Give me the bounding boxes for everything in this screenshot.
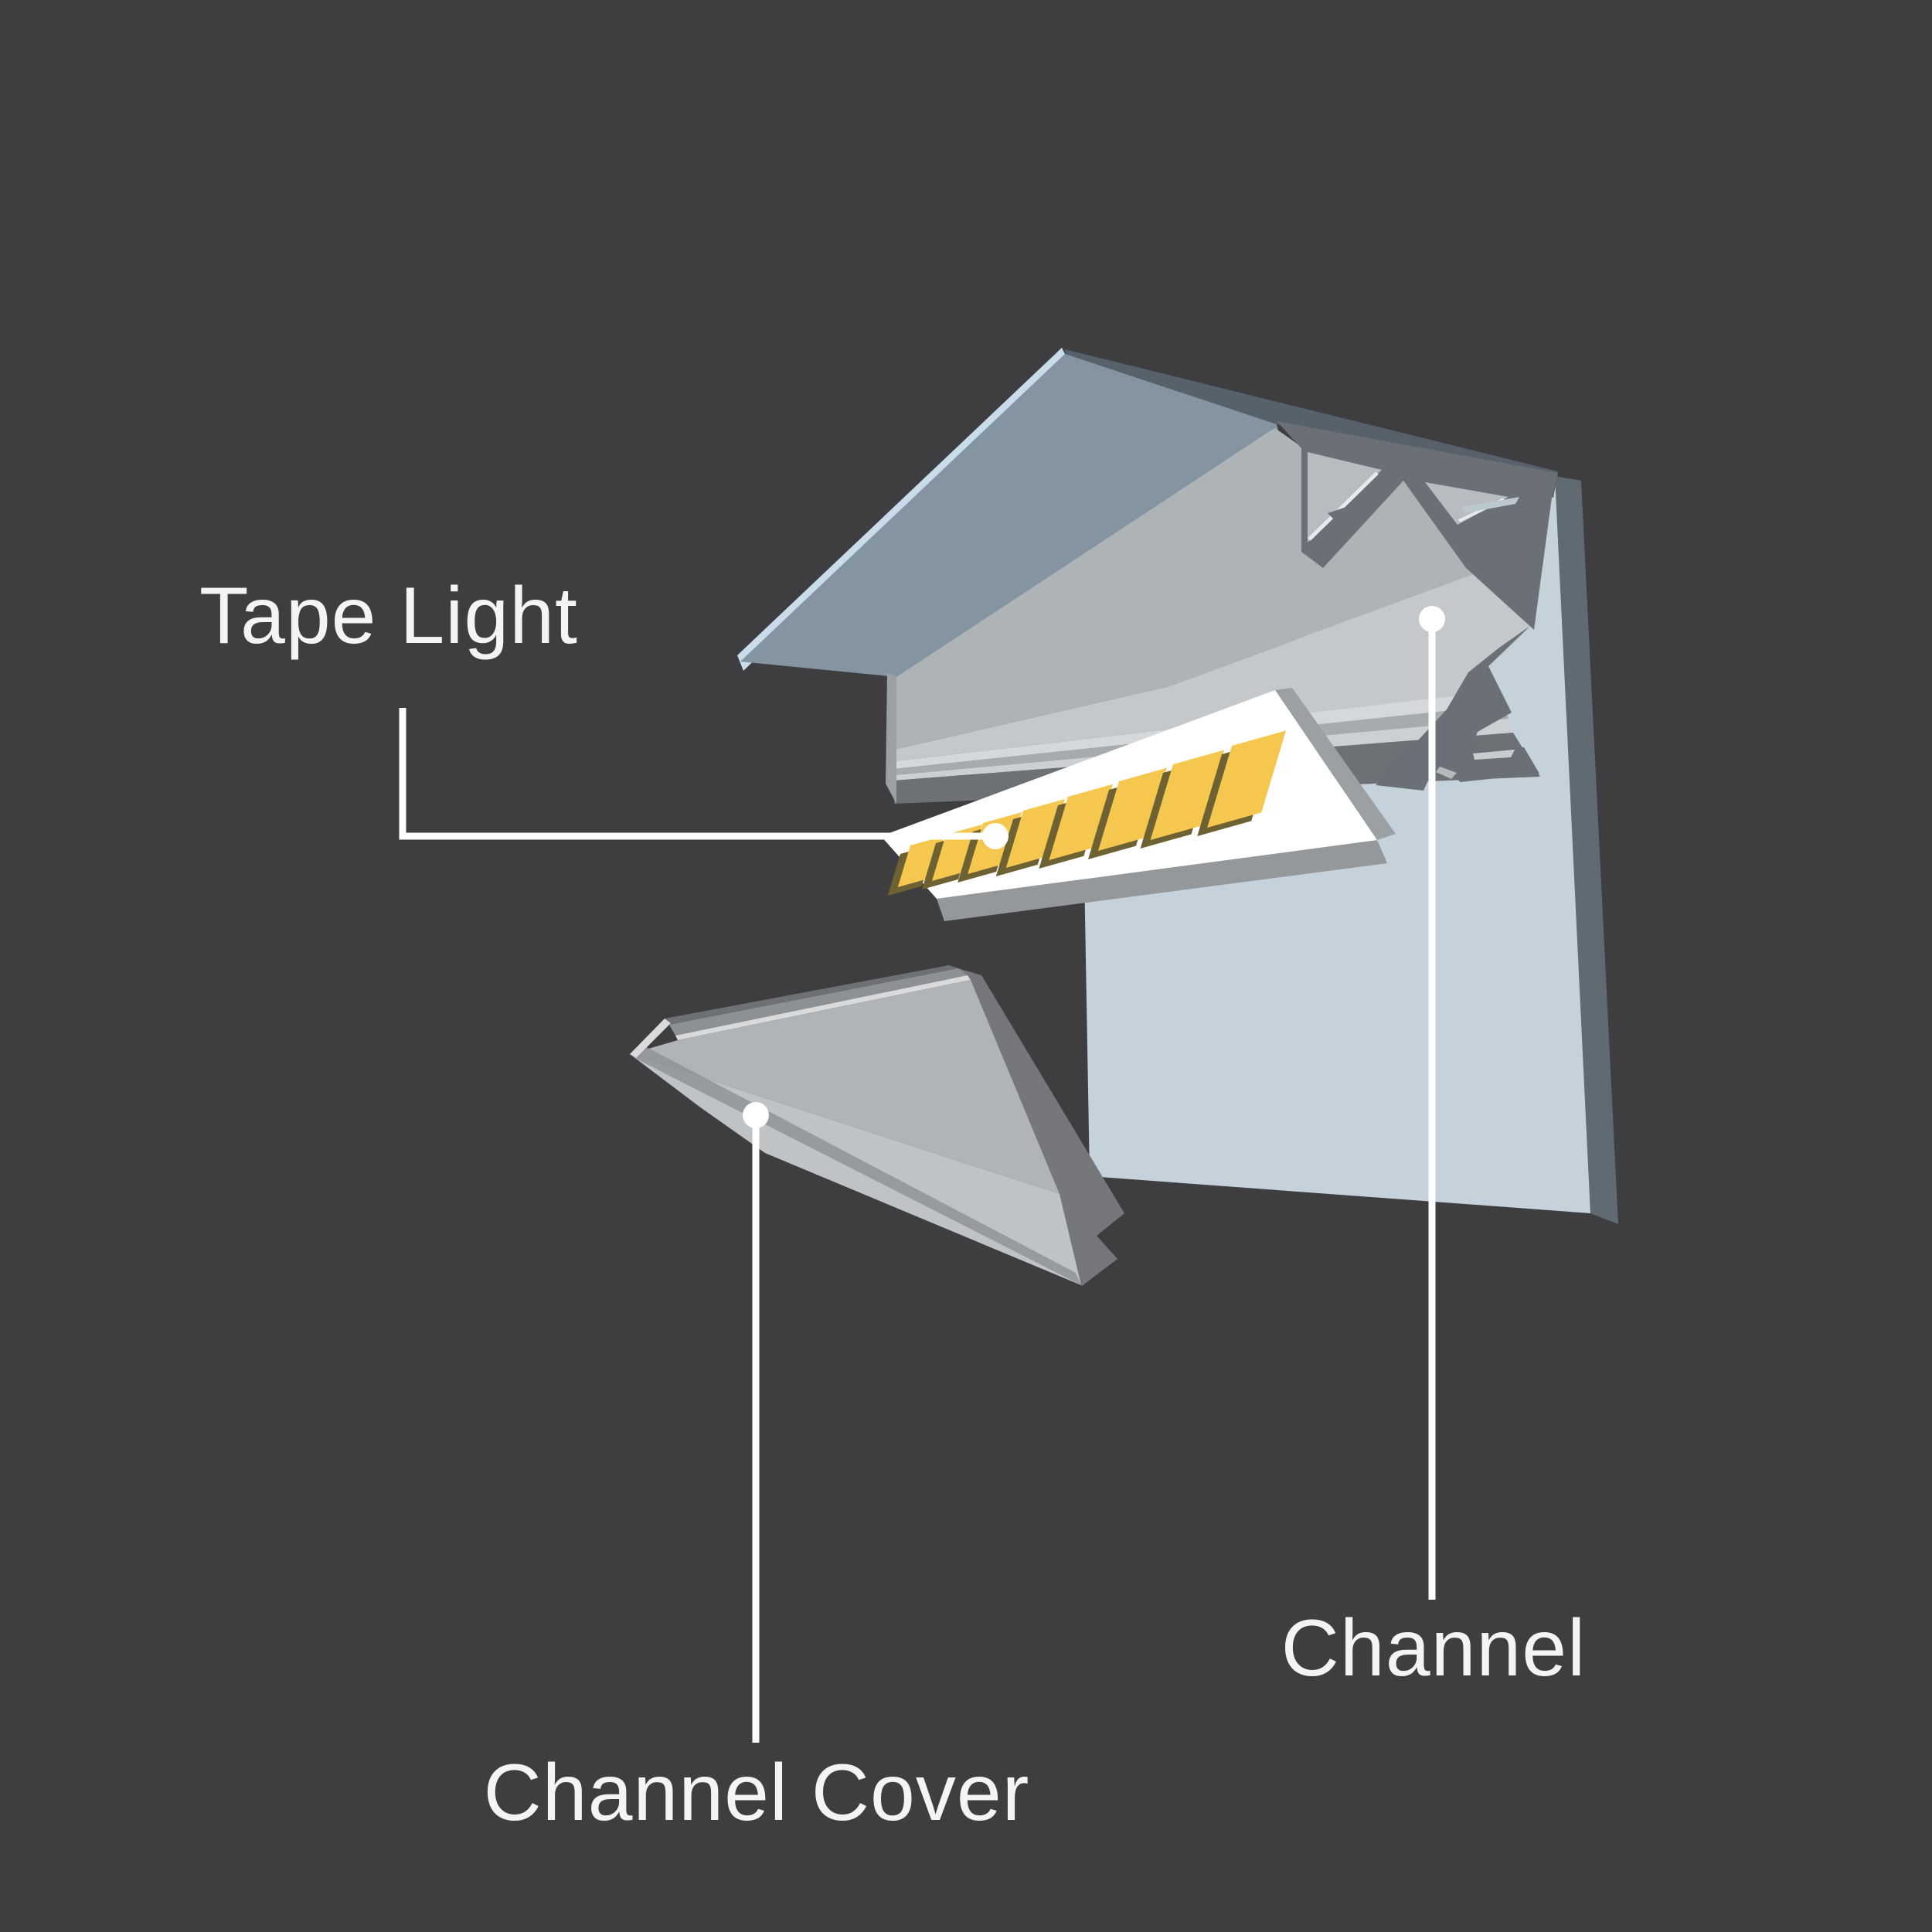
- leader-dots: [743, 606, 1445, 1128]
- cover-left-bevel: [630, 1019, 671, 1057]
- tape-shadow-right: [1275, 688, 1396, 840]
- led-chip: [1005, 798, 1065, 868]
- channel-pocket-right: [1425, 482, 1509, 525]
- channel-pocket-left: [1308, 452, 1382, 543]
- tape-shadow-bottom: [937, 840, 1387, 921]
- tape-light-leader-line: [399, 708, 995, 840]
- led-chip: [1049, 784, 1113, 860]
- channel-left-end: [886, 672, 896, 804]
- channel-face-upper: [894, 428, 1476, 750]
- channel-profile-cut: [1376, 626, 1539, 791]
- channel-pocket-left-highlight: [1308, 471, 1379, 541]
- cover-bottom-band: [636, 1045, 1081, 1285]
- channel-leader-dot: [1419, 606, 1445, 632]
- channel-cover-leader-dot: [743, 1102, 769, 1128]
- channel-face-lower: [894, 573, 1530, 761]
- channel-profile-hook-light2: [1436, 767, 1457, 779]
- channel-label: Channel: [1281, 1604, 1586, 1693]
- led-chip: [1150, 750, 1224, 840]
- wall-edge-right: [1555, 476, 1618, 1224]
- channel-wall-sliver: [1463, 497, 1519, 513]
- cover-ridge-highlight: [675, 975, 971, 1040]
- cover-ridge-top: [665, 965, 958, 1025]
- led-chip: [1207, 730, 1286, 828]
- labels: Tape Light Channel Channel Cover: [199, 571, 1586, 1838]
- cover-ridge-mid: [669, 968, 968, 1036]
- tape-light-label: Tape Light: [199, 571, 578, 661]
- led-chips: [887, 730, 1286, 896]
- channel-cover-piece: [630, 965, 1124, 1286]
- channel-pocket-left-notch: [1328, 507, 1350, 522]
- leader-lines: [399, 626, 1436, 1743]
- cover-face-upper: [630, 980, 1060, 1194]
- tape-light-strip: [881, 688, 1396, 921]
- channel-profile-hook-light: [1473, 750, 1515, 760]
- tape-light-leader-dot: [982, 823, 1009, 849]
- channel-cover-label: Channel Cover: [484, 1748, 1030, 1838]
- ceiling-face: [740, 354, 1281, 677]
- led-chip: [1098, 767, 1167, 851]
